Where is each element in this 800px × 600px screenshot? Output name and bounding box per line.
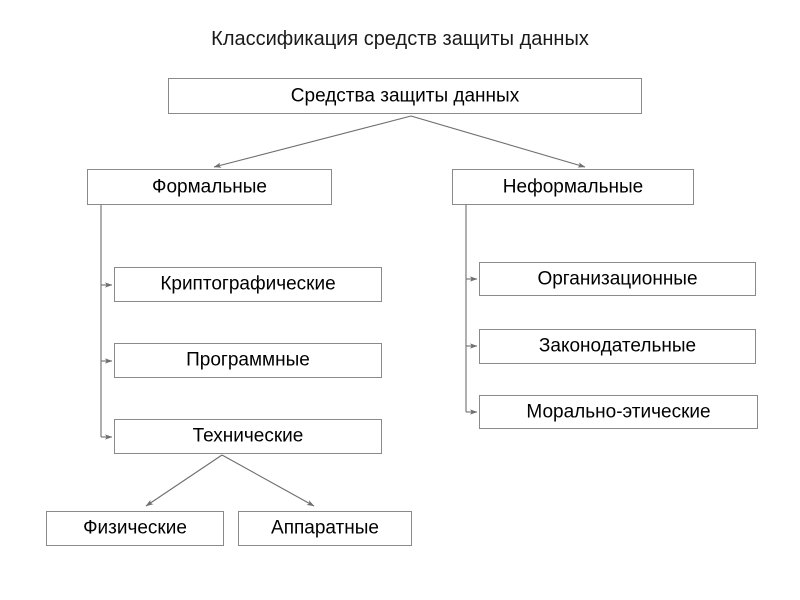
node-moral-ethical-label: Морально-этические [526,401,711,422]
node-cryptographic[interactable]: Криптографические [114,267,382,302]
node-hardware-label: Аппаратные [271,517,379,539]
node-physical-label: Физические [83,517,187,539]
connector-root-to-formal [213,115,412,168]
node-formal-label: Формальные [152,176,267,197]
node-technical-label: Технические [192,425,304,447]
node-formal[interactable]: Формальные [87,169,332,205]
node-hardware[interactable]: Аппаратные [238,511,412,546]
page-title: Классификация средств защиты данных [211,28,589,50]
node-software-label: Программные [186,349,310,371]
node-organizational-label: Организационные [537,268,698,289]
node-legislative[interactable]: Законодательные [479,329,756,364]
node-moral-ethical[interactable]: Морально-этические [479,395,758,429]
node-physical[interactable]: Физические [46,511,224,546]
connector-root-to-informal [410,115,586,168]
node-legislative-label: Законодательные [538,335,697,357]
node-informal[interactable]: Неформальные [452,169,694,205]
node-root[interactable]: Средства защиты данных [168,78,642,114]
node-organizational[interactable]: Организационные [479,262,756,296]
node-software[interactable]: Программные [114,343,382,378]
connector-technical-to-physical [145,454,223,507]
node-informal-label: Неформальные [502,176,644,197]
node-root-label: Средства защиты данных [290,85,520,106]
connector-technical-to-hardware [221,454,315,507]
node-technical[interactable]: Технические [114,419,382,454]
node-cryptographic-label: Криптографические [160,273,336,295]
